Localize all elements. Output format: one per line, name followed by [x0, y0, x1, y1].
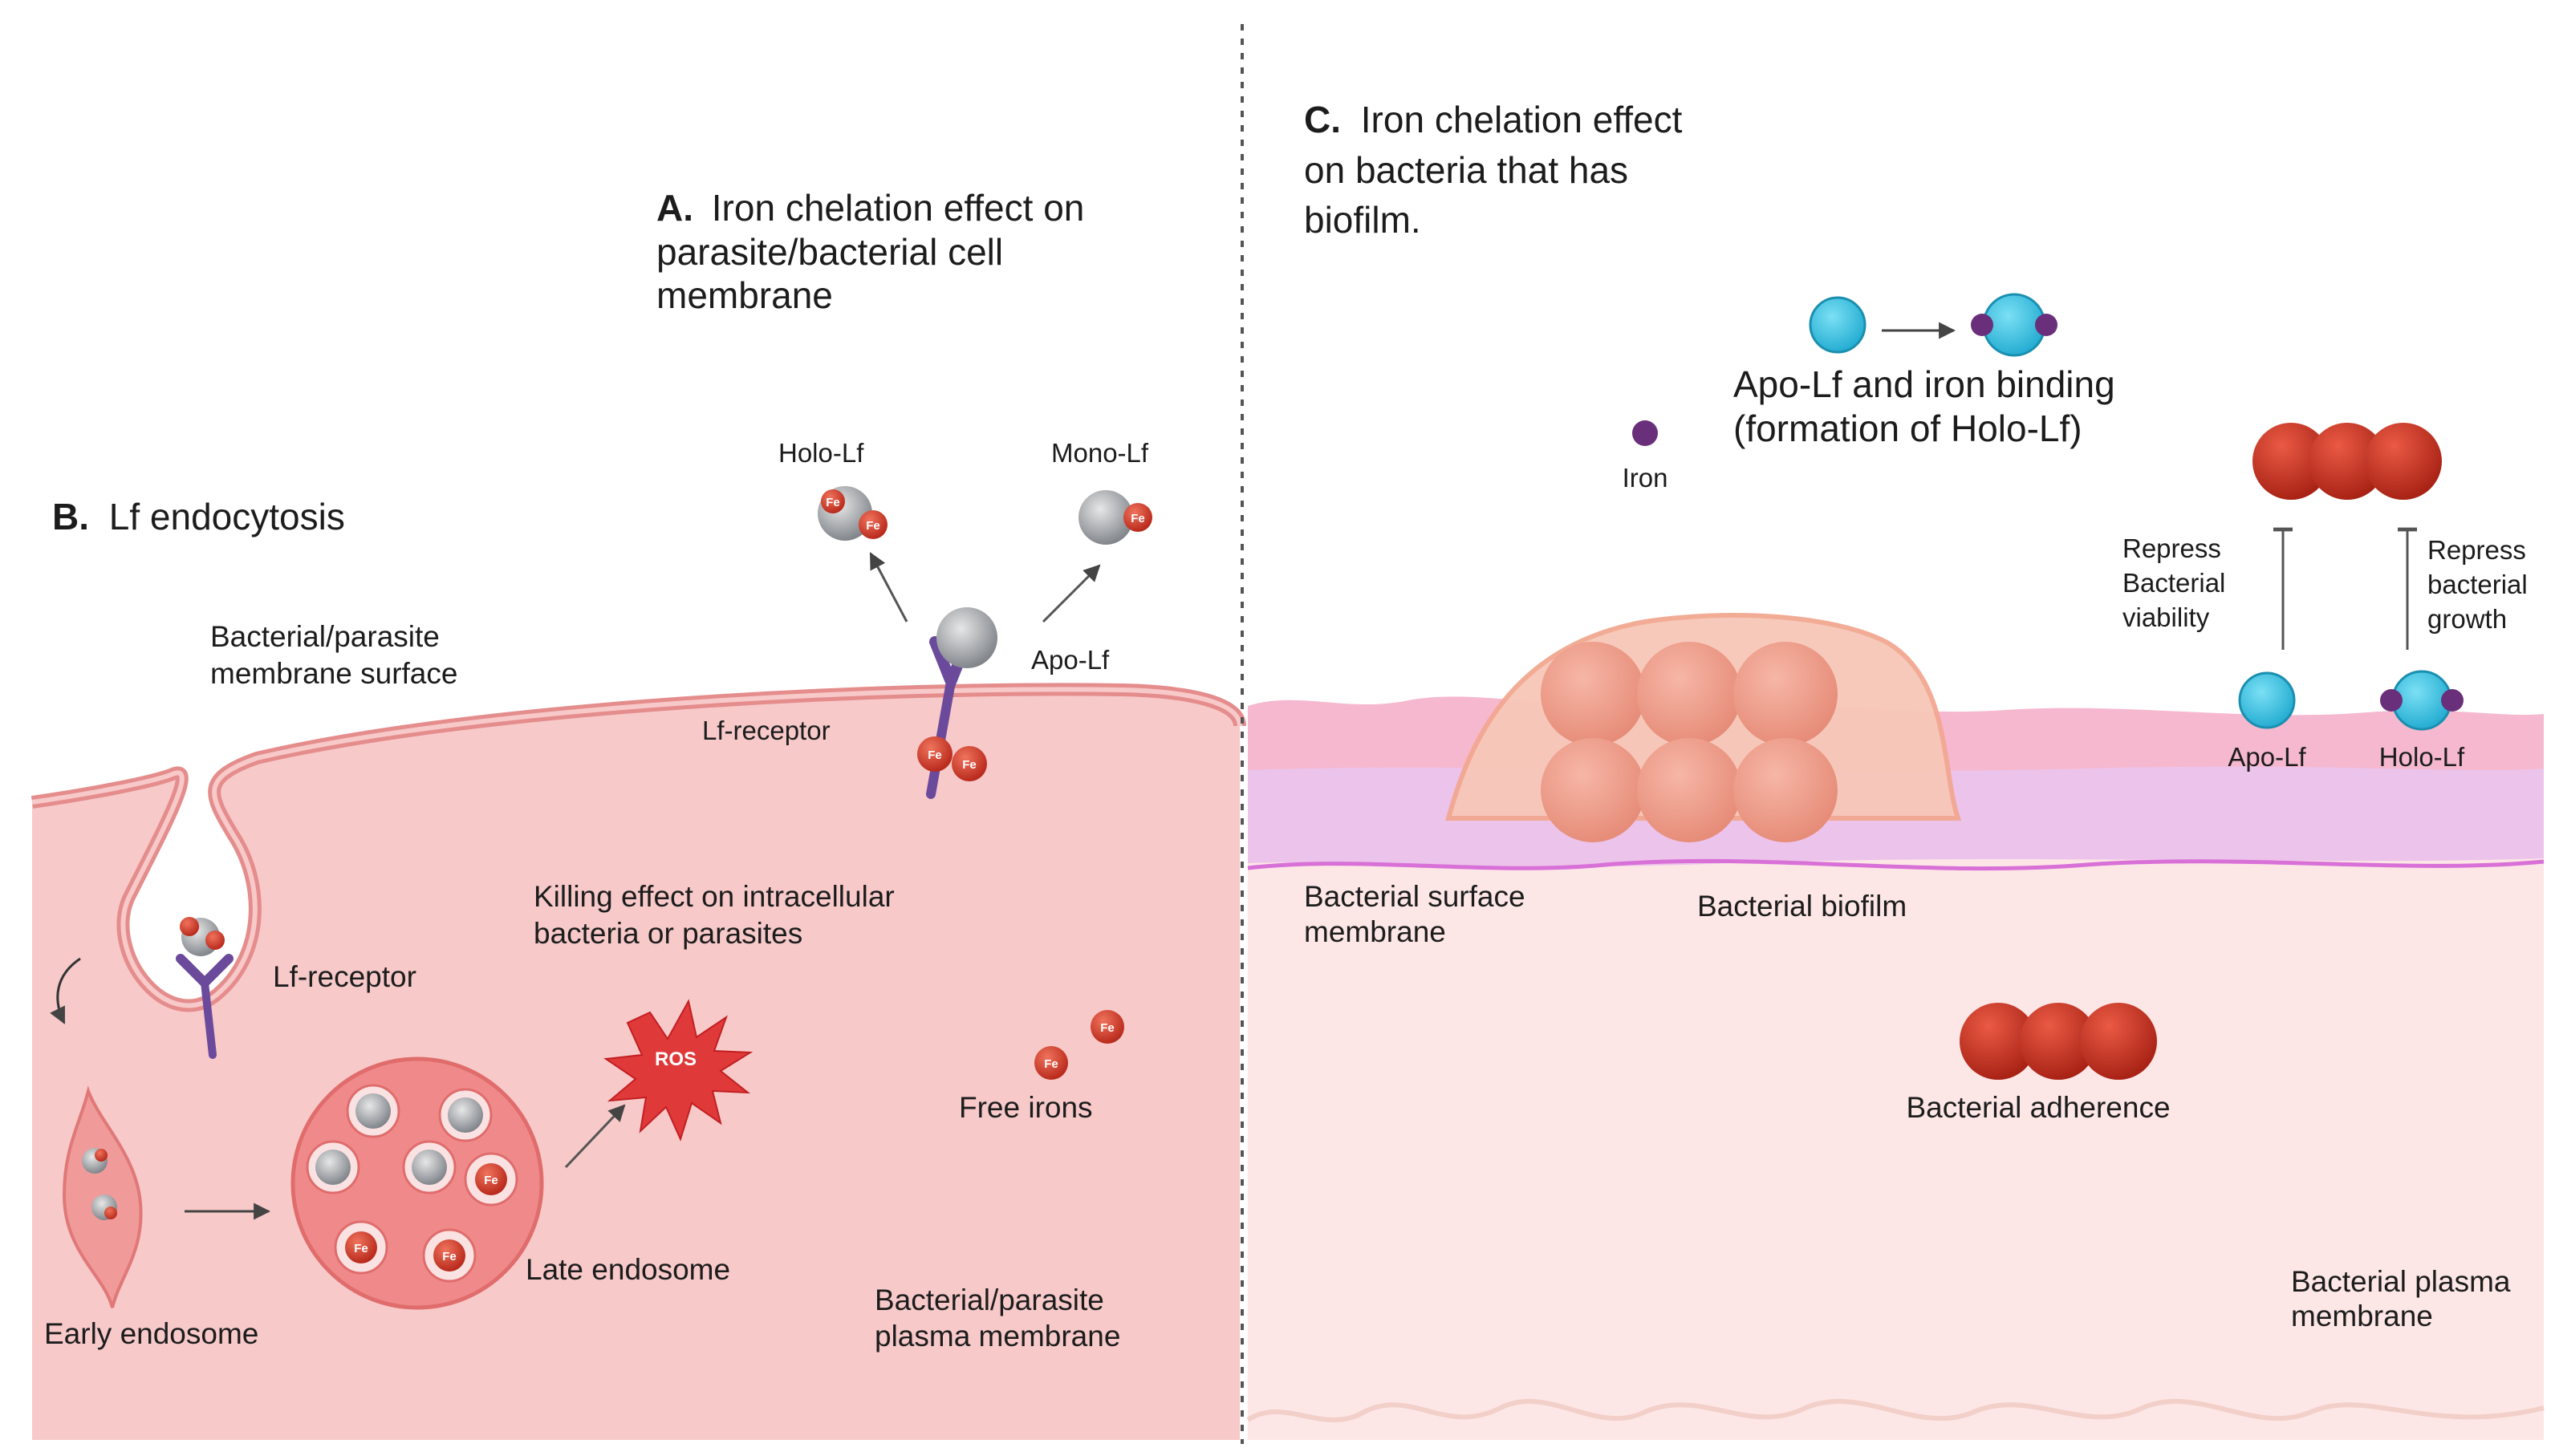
arrow-to-ros: [564, 1104, 626, 1169]
holo-lf-label: Holo-Lf: [778, 438, 864, 468]
fe-label: Fe: [1131, 512, 1145, 525]
panel-a-title: A. Iron chelation effect on parasite/bac…: [656, 187, 1084, 316]
fe-label: Fe: [354, 1242, 368, 1255]
surface-membrane-label-1: Bacterial surface: [1304, 880, 1525, 913]
left-cell-membrane-inner: [31, 687, 1242, 1008]
bacteria-cluster-top: [2252, 423, 2442, 500]
holo-lf-right: [2380, 670, 2464, 731]
biofilm-label: Bacterial biofilm: [1697, 890, 1907, 923]
fe-label: Fe: [962, 758, 977, 772]
panel-c-letter: C.: [1304, 99, 1341, 140]
panel-b-content: Bacterial/parasite membrane surface Lf-r…: [44, 620, 1124, 1353]
panel-c-title-line-2: on bacteria that has: [1304, 149, 1628, 191]
repress-viability-label-1: Repress: [2122, 533, 2221, 563]
binding-label-2: (formation of Holo-Lf): [1733, 408, 2082, 449]
repress-viability-label-3: viability: [2122, 602, 2210, 632]
membrane-surface-label-1: Bacterial/parasite: [210, 620, 440, 653]
lf-receptor-label-bottom: Lf-receptor: [273, 960, 416, 993]
iron-label: Iron: [1623, 463, 1668, 493]
lf-receptor-label-top: Lf-receptor: [702, 716, 831, 745]
fe-label: Fe: [1100, 1021, 1115, 1035]
repress-viability-label-2: Bacterial: [2122, 568, 2225, 598]
early-endosome: [62, 1085, 143, 1308]
late-endosome: Fe Fe Fe: [290, 1057, 544, 1310]
ros-label: ROS: [655, 1048, 697, 1070]
early-endosome-label: Early endosome: [44, 1317, 258, 1350]
fe-label: Fe: [442, 1250, 457, 1263]
free-irons: Fe Fe: [1034, 1010, 1124, 1080]
bacteria-adherence-cluster: [1960, 1003, 2157, 1080]
panel-a-lf-binding: Holo-Lf Mono-Lf Fe Fe Fe Fe Fe Apo: [702, 438, 1152, 799]
repress-growth-label-1: Repress: [2427, 535, 2526, 565]
iron-dot: [1632, 420, 1658, 446]
panel-a-title-line-1: Iron chelation effect on: [712, 187, 1085, 229]
membrane-surface-label-2: membrane surface: [210, 657, 457, 690]
fe-label: Fe: [866, 519, 880, 533]
plasma-membrane-left-label-1: Bacterial/parasite: [875, 1284, 1104, 1316]
fe-label: Fe: [928, 748, 942, 762]
panel-a-letter: A.: [656, 187, 693, 229]
free-irons-label: Free irons: [959, 1091, 1093, 1124]
repress-growth-label-2: bacterial: [2427, 570, 2528, 599]
holo-lf-molecule: Fe Fe: [818, 486, 888, 541]
right-cell-body: [1248, 810, 2544, 1440]
lf-receptor-invagination: [176, 917, 234, 1059]
svg-text:C. Iron chelation effect: C. Iron chelation effect: [1304, 99, 1683, 140]
svg-text:A. Iron chelation effect: A. Iron chelation effect on: [656, 187, 1084, 229]
fe-label: Fe: [826, 496, 840, 509]
plasma-membrane-wave: [1246, 1398, 2545, 1422]
svg-text:B. Lf endocytosis: B. Lf endocytosis: [52, 496, 345, 537]
curved-arrow: [50, 957, 81, 1024]
plasma-membrane-right-label-2: membrane: [2291, 1300, 2433, 1332]
panel-b-letter: B.: [52, 496, 89, 537]
apo-lf-right: [2238, 671, 2296, 729]
mono-lf-molecule: Fe: [1078, 490, 1152, 545]
killing-effect-label-1: Killing effect on intracellular: [534, 880, 895, 913]
ros-burst: ROS: [603, 999, 754, 1142]
surface-membrane-line: [1247, 858, 2545, 871]
plasma-membrane-right-label-1: Bacterial plasma: [2291, 1265, 2511, 1298]
panel-a-title-line-3: membrane: [656, 274, 833, 316]
arrow-to-holo-lf: [869, 552, 908, 623]
apo-lf-iron-binding: [1809, 293, 2057, 357]
holo-lf-right-label: Holo-Lf: [2379, 742, 2465, 772]
apo-lf-on-receptor: Fe Fe: [917, 607, 997, 799]
adherence-label: Bacterial adherence: [1906, 1091, 2170, 1124]
fe-label: Fe: [484, 1174, 498, 1187]
apo-lf-label: Apo-Lf: [1031, 645, 1110, 675]
fe-label: Fe: [1044, 1057, 1058, 1071]
late-endosome-label: Late endosome: [526, 1253, 730, 1286]
panel-a-title-line-2: parasite/bacterial cell: [656, 231, 1003, 273]
apo-lf-right-label: Apo-Lf: [2228, 742, 2306, 772]
mono-lf-label: Mono-Lf: [1051, 438, 1149, 468]
binding-label-1: Apo-Lf and iron binding: [1733, 363, 2115, 405]
panel-b-title-text: Lf endocytosis: [109, 496, 345, 537]
arrow-to-mono-lf: [1042, 564, 1101, 623]
plasma-membrane-left-label-2: plasma membrane: [875, 1320, 1120, 1353]
biofilm-dome: [1445, 613, 1962, 842]
repress-growth-label-3: growth: [2427, 604, 2507, 634]
surface-membrane-label-2: membrane: [1304, 915, 1446, 948]
killing-effect-label-2: bacteria or parasites: [534, 917, 802, 950]
panel-c-title-line-3: biofilm.: [1304, 199, 1421, 241]
panel-c-title: C. Iron chelation effect on bacteria tha…: [1304, 99, 1683, 241]
panel-c-title-line-1: Iron chelation effect: [1361, 99, 1683, 140]
panel-b-title: B. Lf endocytosis: [52, 496, 345, 537]
